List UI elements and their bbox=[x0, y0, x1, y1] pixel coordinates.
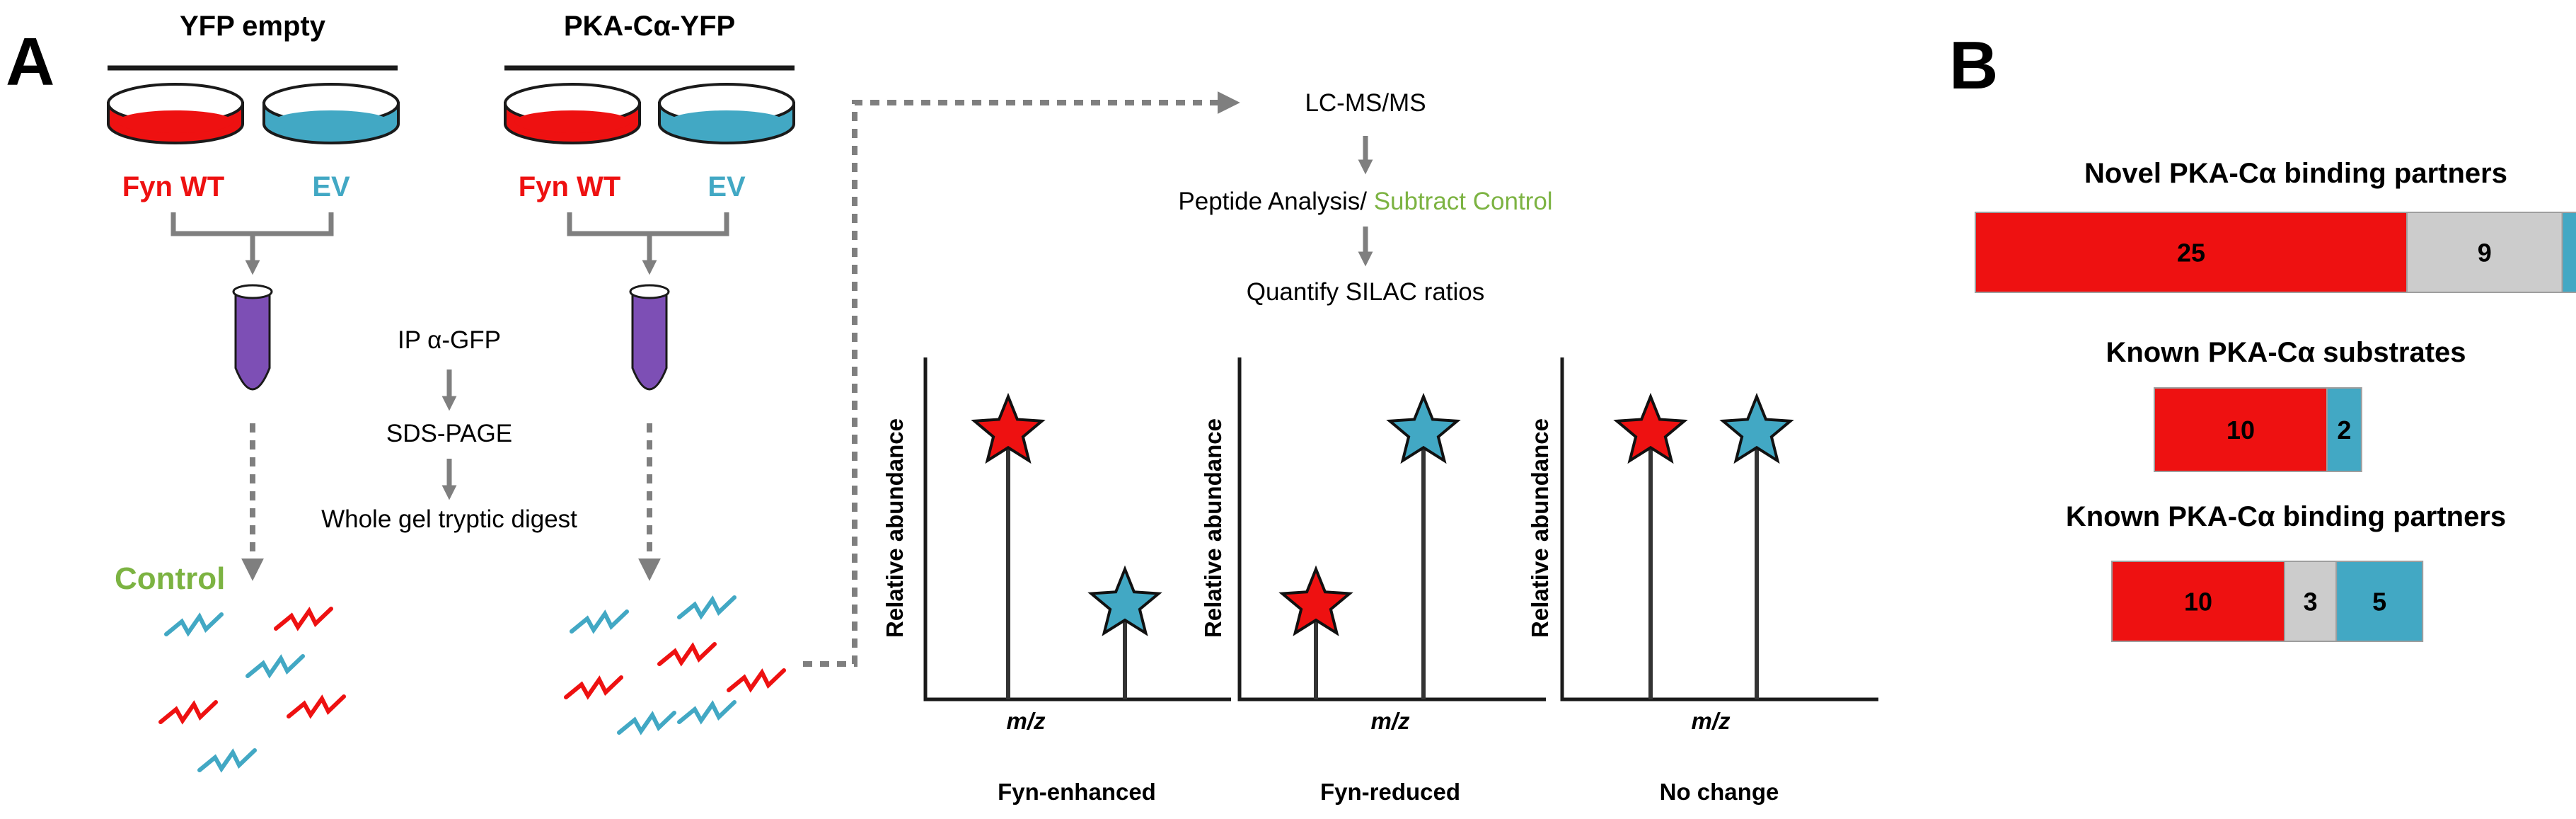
quantify-step: Quantify SILAC ratios bbox=[1247, 278, 1485, 306]
bar-segment bbox=[2154, 387, 2328, 472]
blue-peak-star-icon bbox=[1386, 392, 1461, 464]
tube-icon bbox=[232, 284, 273, 391]
ev-label-left: EV bbox=[312, 171, 350, 202]
bar-segment bbox=[1975, 212, 2408, 293]
red-peak-star-icon bbox=[1278, 565, 1353, 636]
step-sds: SDS-PAGE bbox=[386, 420, 512, 447]
blue-peak-star-icon bbox=[1087, 565, 1162, 636]
merge-connector-right bbox=[567, 212, 729, 236]
spectrum-caption: No change bbox=[1660, 779, 1779, 805]
ev-label-right: EV bbox=[707, 171, 746, 202]
spectrum-axes bbox=[1560, 357, 1878, 701]
red-peak-star-icon bbox=[971, 392, 1046, 464]
dotted-connector-to-ms bbox=[803, 91, 1240, 667]
spectrum-axes bbox=[1237, 357, 1546, 701]
bar-segment-label: 9 bbox=[2478, 239, 2492, 268]
blue-peak-star-icon bbox=[1719, 392, 1794, 464]
analysis-step: Peptide Analysis/ Subtract Control bbox=[1178, 188, 1552, 215]
fyn-dish-right bbox=[504, 83, 641, 144]
ms-workflow: LC-MS/MS Peptide Analysis/ Subtract Cont… bbox=[1178, 89, 1552, 306]
analysis-prefix: Peptide Analysis/ bbox=[1178, 188, 1373, 215]
spectrum-xlabel: m/z bbox=[1370, 708, 1410, 734]
merge-connector-left bbox=[171, 212, 334, 236]
ev-dish-right bbox=[658, 83, 795, 144]
ip-steps: IP α-GFP SDS-PAGE Whole gel tryptic dige… bbox=[321, 326, 577, 533]
control-label: Control bbox=[115, 561, 225, 596]
panel-b-bars: Novel PKA-Cα binding partners2593Known P… bbox=[1975, 158, 2576, 642]
group-left-title: YFP empty bbox=[180, 11, 326, 42]
spectrum-caption: Fyn-enhanced bbox=[998, 779, 1156, 805]
bar-segment-label: 25 bbox=[2177, 239, 2205, 268]
red-peak-star-icon bbox=[1613, 392, 1688, 464]
spectrum-xlabel: m/z bbox=[1006, 708, 1046, 734]
spectra-group: Relative abundancem/zFyn-enhancedRelativ… bbox=[882, 357, 1878, 805]
bar-segment-label: 5 bbox=[2372, 588, 2386, 617]
bar-title: Known PKA-Cα binding partners bbox=[2066, 501, 2506, 532]
fyn-dish bbox=[107, 83, 244, 144]
bar-segment-label: 2 bbox=[2337, 416, 2351, 445]
panel-b-label: B bbox=[1949, 28, 1998, 103]
group-pka: PKA-Cα-YFP Fyn WT EV bbox=[504, 11, 795, 735]
group-right-title: PKA-Cα-YFP bbox=[564, 11, 735, 42]
bar-segment bbox=[2406, 212, 2563, 293]
panel-a-label: A bbox=[6, 24, 54, 100]
fyn-label-right: Fyn WT bbox=[519, 171, 620, 202]
stacked-bar: Known PKA-Cα binding partners 10 3 5 bbox=[2066, 501, 2506, 642]
step-ip: IP α-GFP bbox=[398, 326, 501, 354]
bar-segment bbox=[2335, 561, 2424, 642]
bar-title: Novel PKA-Cα binding partners bbox=[2084, 158, 2507, 189]
spectrum-ylabel: Relative abundance bbox=[882, 418, 908, 638]
spectrum-ylabel: Relative abundance bbox=[1527, 418, 1553, 638]
fyn-label-left: Fyn WT bbox=[122, 171, 224, 202]
spectrum-caption: Fyn-reduced bbox=[1320, 779, 1460, 805]
spectrum-ylabel: Relative abundance bbox=[1200, 418, 1226, 638]
bar-segment bbox=[2111, 561, 2285, 642]
bar-segment-label: 3 bbox=[2304, 588, 2318, 617]
bar-segment bbox=[2284, 561, 2338, 642]
stacked-bar: Novel PKA-Cα binding partners2593 bbox=[1975, 158, 2576, 293]
spectrum-xlabel: m/z bbox=[1691, 708, 1731, 734]
tube-icon bbox=[629, 284, 670, 391]
spectrum-axes bbox=[923, 357, 1231, 701]
bar-segment-label: 10 bbox=[2184, 588, 2212, 617]
spectrum-plot: Relative abundance m/z No change bbox=[1527, 357, 1878, 805]
bar-segment bbox=[2561, 212, 2576, 293]
group-yfp-empty: YFP empty Fyn WT EV Control bbox=[107, 11, 400, 773]
analysis-highlight: Subtract Control bbox=[1374, 188, 1553, 215]
bar-title: Known PKA-Cα substrates bbox=[2106, 337, 2466, 368]
stacked-bar: Known PKA-Cα substrates 10 2 bbox=[2106, 337, 2466, 472]
ev-dish bbox=[262, 83, 400, 144]
peptides-left bbox=[158, 607, 346, 773]
peptides-right bbox=[564, 595, 786, 735]
ms-step: LC-MS/MS bbox=[1305, 89, 1426, 117]
bar-segment-label: 10 bbox=[2226, 416, 2255, 445]
step-digest: Whole gel tryptic digest bbox=[321, 505, 577, 533]
bar-segment bbox=[2326, 387, 2362, 472]
